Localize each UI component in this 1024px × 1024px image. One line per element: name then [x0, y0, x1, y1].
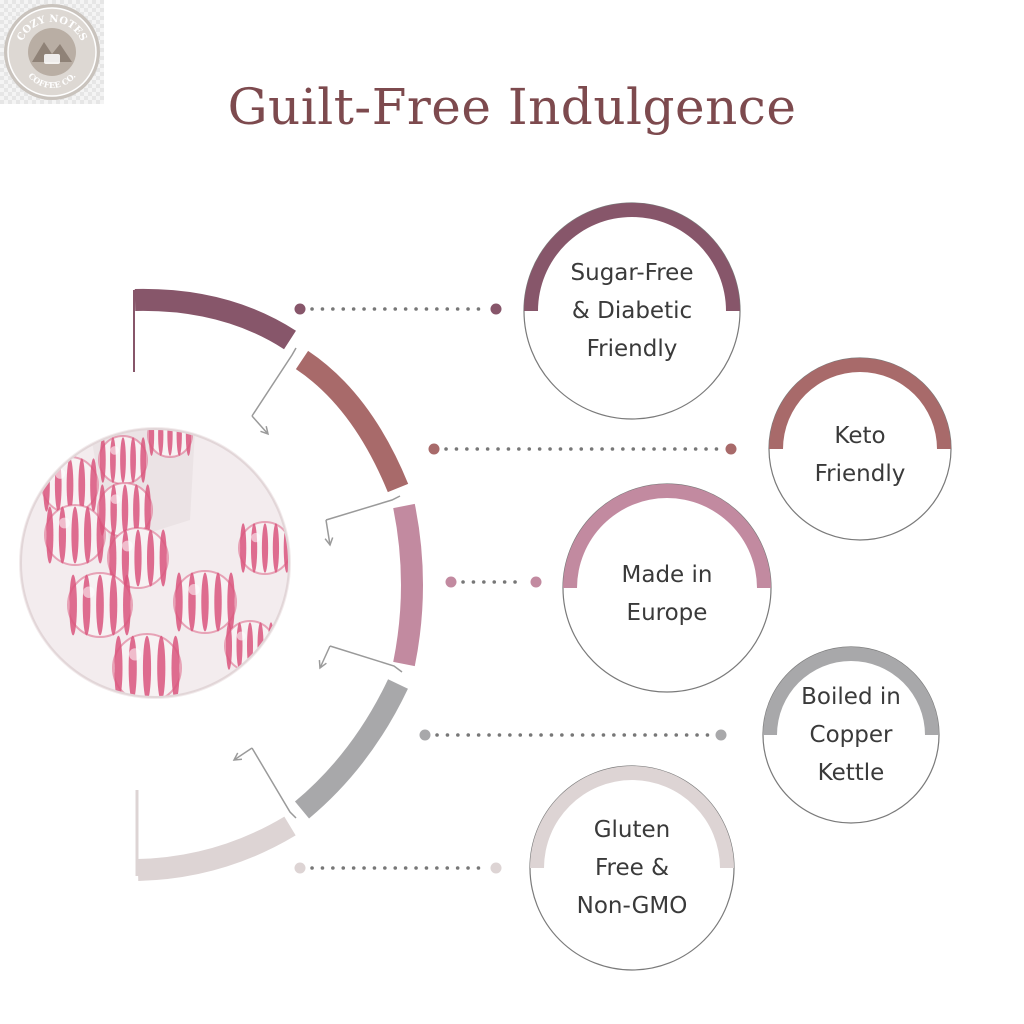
- feature-label-line: Copper: [809, 722, 893, 748]
- feature-label-line: Sugar-Free: [570, 260, 694, 286]
- candy: [112, 633, 182, 697]
- feature-badge-5: [529, 765, 735, 971]
- flow-arrow-2: [324, 495, 401, 547]
- feature-label-line: Gluten: [593, 817, 671, 843]
- badge-arc: [763, 647, 939, 735]
- badge-arc: [769, 358, 951, 449]
- badge-arc: [530, 766, 734, 868]
- arc-segment-2: [295, 350, 409, 493]
- arc-segment-3: [393, 503, 423, 667]
- badge-arc: [563, 484, 771, 588]
- candy: [173, 570, 237, 634]
- feature-label-line: Free &: [594, 855, 670, 881]
- candy: [238, 521, 289, 575]
- striped-candy-photo: [19, 427, 291, 699]
- connector-4: [419, 729, 727, 741]
- flow-arrow-1: [251, 347, 297, 436]
- arc-segment-5: [137, 816, 296, 881]
- arc-segment-1: [134, 288, 296, 350]
- flow-arrow-3: [318, 645, 403, 673]
- feature-label-line: Boiled in: [801, 684, 901, 710]
- cozy-notes-logo: COZY NOTES COFFEE CO.: [4, 4, 100, 100]
- feature-badge-4: [762, 646, 940, 824]
- candy: [67, 572, 133, 638]
- connector-3: [445, 576, 542, 588]
- feature-badge-2: [768, 357, 952, 541]
- feature-label-line: Friendly: [586, 336, 678, 362]
- flow-arrow-4: [232, 747, 297, 819]
- candy: [107, 527, 169, 589]
- connector-5: [294, 862, 502, 874]
- feature-badge-1: [523, 202, 741, 420]
- badge-arc: [524, 203, 740, 311]
- connector-1: [294, 303, 502, 315]
- connector-2: [428, 443, 737, 455]
- feature-label-line: Kettle: [817, 760, 885, 786]
- feature-label-line: Europe: [626, 600, 708, 626]
- feature-badge-3: [562, 483, 772, 693]
- candy: [97, 482, 153, 538]
- feature-label-line: & Diabetic: [571, 298, 693, 324]
- arc-segment-4: [294, 679, 408, 819]
- feature-label-3: Made in Europe: [563, 556, 771, 632]
- feature-label-line: Made in: [621, 562, 713, 588]
- candy: [98, 435, 148, 485]
- candy: [44, 504, 106, 566]
- feature-label-line: Non-GMO: [576, 893, 688, 919]
- feature-label-line: Friendly: [814, 461, 906, 487]
- feature-label-line: Keto: [834, 423, 886, 449]
- candy: [224, 620, 276, 672]
- candy: [147, 429, 193, 458]
- page-title: Guilt-Free Indulgence: [227, 78, 797, 136]
